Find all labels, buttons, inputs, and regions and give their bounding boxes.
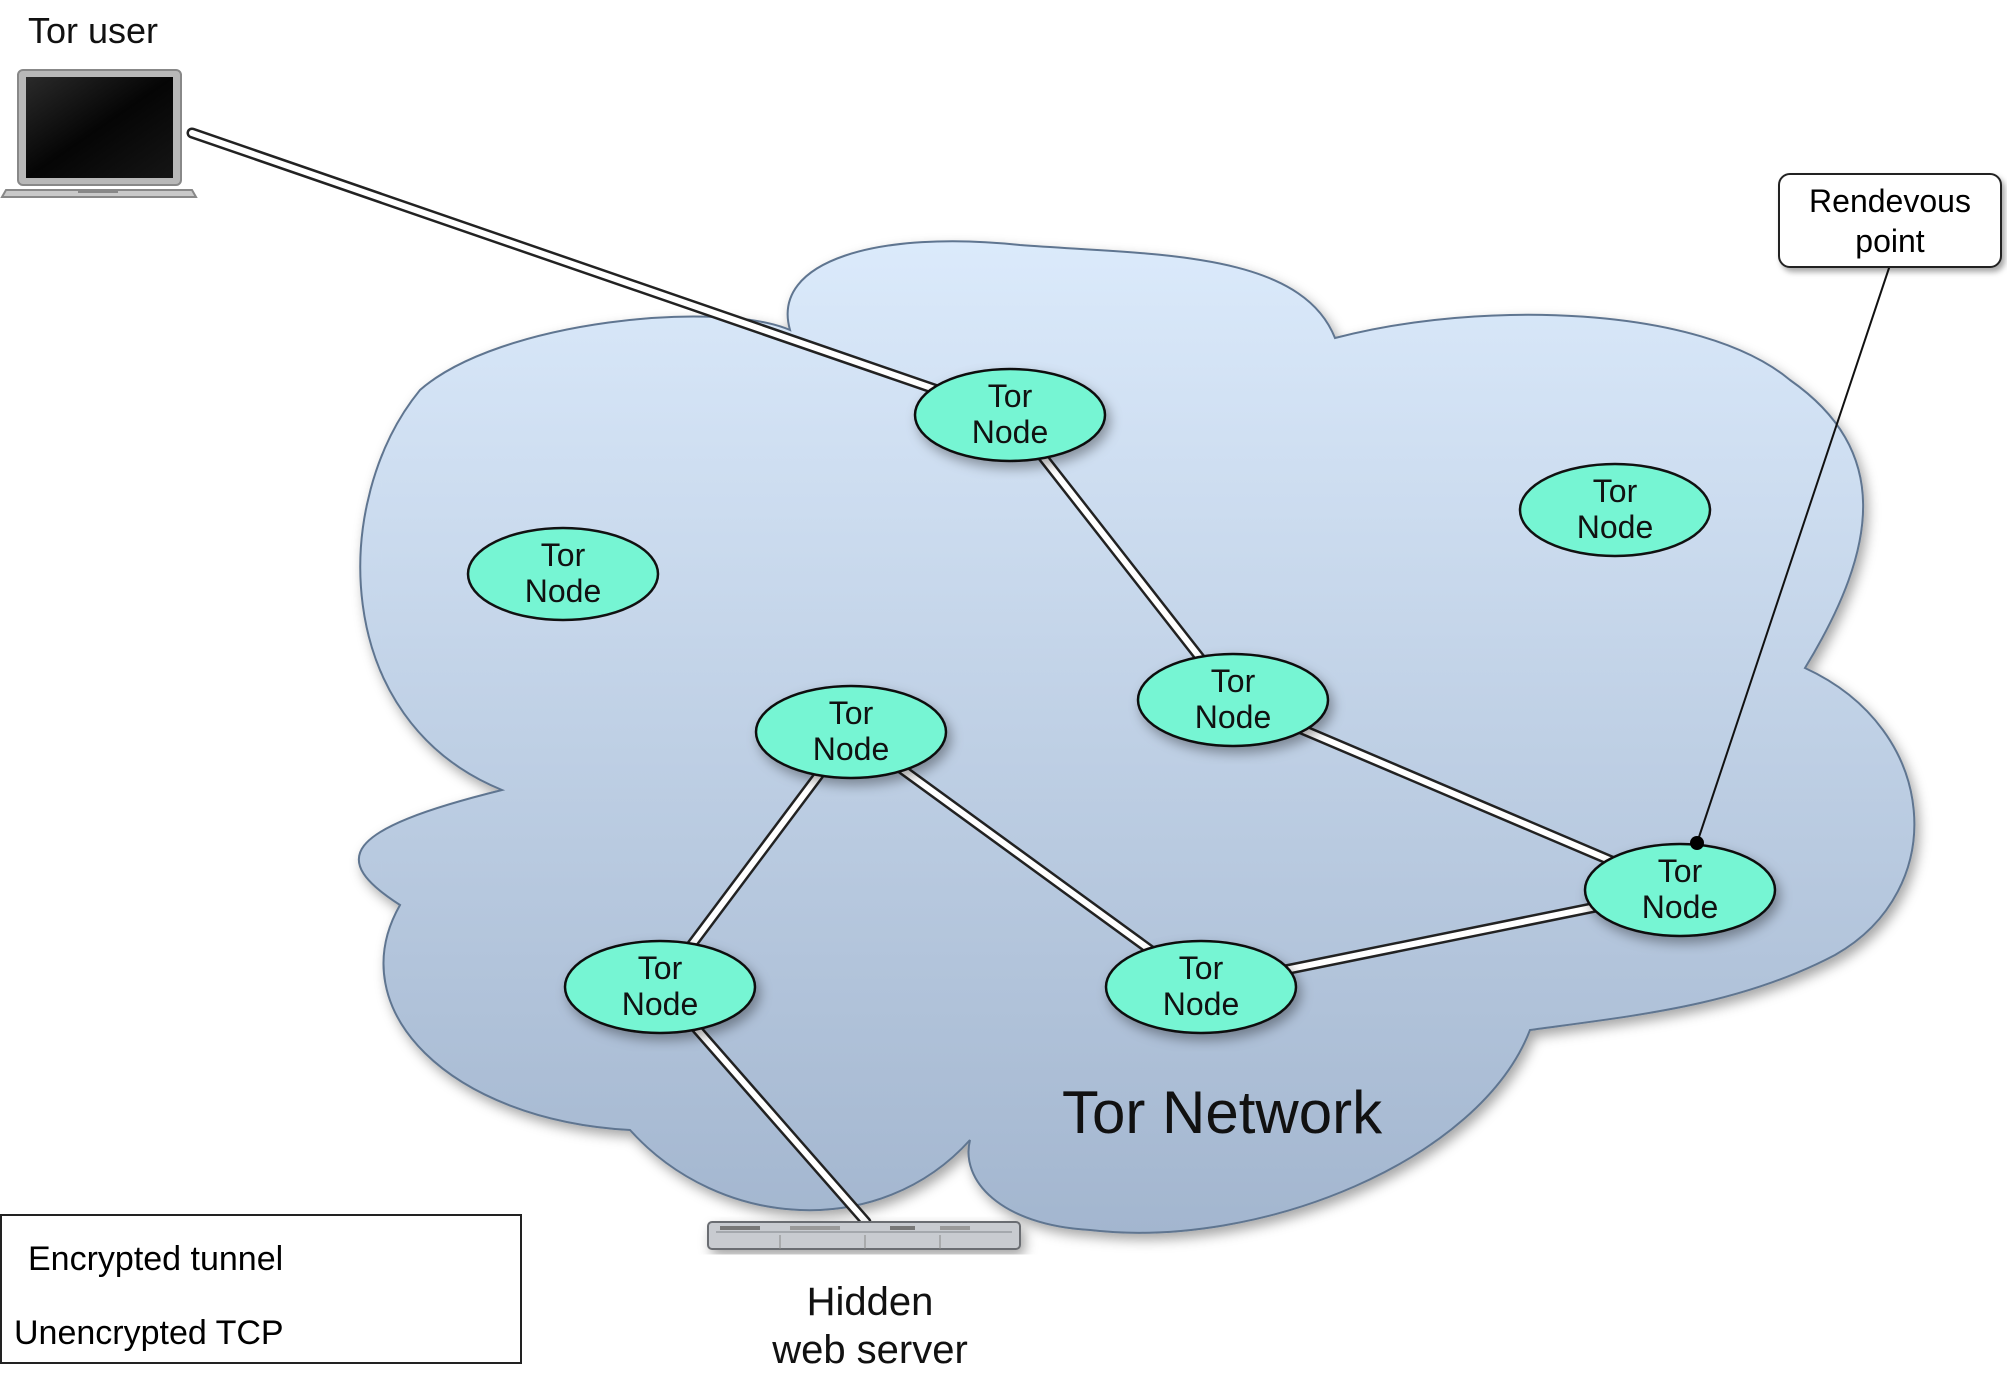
tor-node-label-line2: Node — [1195, 699, 1272, 735]
tor-user-label: Tor user — [28, 10, 159, 51]
rendezvous-label: Rendevous point — [1809, 182, 1971, 259]
tor-node-label-line1: Tor — [1593, 473, 1638, 509]
link-user-n1 — [189, 130, 1013, 418]
rendezvous-callout: Rendevous point — [1778, 173, 2002, 268]
tor-node-label-line1: Tor — [541, 537, 586, 573]
tor-node-shape — [1583, 842, 1777, 938]
legend-encrypted-label: Encrypted tunnel — [28, 1240, 284, 1278]
tor-nodes: TorNodeTorNodeTorNodeTorNodeTorNodeTorNo… — [466, 367, 1777, 1035]
tor-node-shape — [1104, 939, 1298, 1035]
tor-node-shape — [1136, 652, 1330, 748]
tor-node-label-line1: Tor — [1179, 950, 1224, 986]
tor-node-label-line1: Tor — [829, 695, 874, 731]
server-icon — [707, 1221, 1021, 1250]
link-n4-n6 — [1230, 697, 1683, 893]
laptop-icon — [0, 69, 198, 198]
hidden-server-label: Hidden web server — [772, 1280, 968, 1372]
tor-node-label-line2: Node — [1163, 986, 1240, 1022]
tor-node-label-line2: Node — [972, 414, 1049, 450]
legend: Encrypted tunnel Unencrypted TCP — [0, 1214, 522, 1364]
tor-node-label-line2: Node — [1577, 509, 1654, 545]
tor-node-label-line1: Tor — [1658, 853, 1703, 889]
tor-node-label-line2: Node — [622, 986, 699, 1022]
tor-node-label-line2: Node — [525, 573, 602, 609]
tor-node-shape — [1518, 462, 1712, 558]
link-n1-n4 — [1007, 412, 1236, 703]
tor-node-label-line1: Tor — [988, 378, 1033, 414]
tor-node-shape — [563, 939, 757, 1035]
tor-node-label-line1: Tor — [638, 950, 683, 986]
tor-network-label: Tor Network — [1062, 1079, 1383, 1146]
tor-node-label-line2: Node — [813, 731, 890, 767]
tor-node-label-line2: Node — [1642, 889, 1719, 925]
legend-unencrypted-label: Unencrypted TCP — [14, 1314, 284, 1352]
rendezvous-dot — [1690, 836, 1704, 850]
tor-node-shape — [913, 367, 1107, 463]
tor-node-label-line1: Tor — [1211, 663, 1256, 699]
rendezvous-pointer-line — [1696, 264, 1891, 844]
tor-node-shape — [754, 684, 948, 780]
tor-node-shape — [466, 526, 660, 622]
link-n5-n8 — [848, 729, 1204, 990]
